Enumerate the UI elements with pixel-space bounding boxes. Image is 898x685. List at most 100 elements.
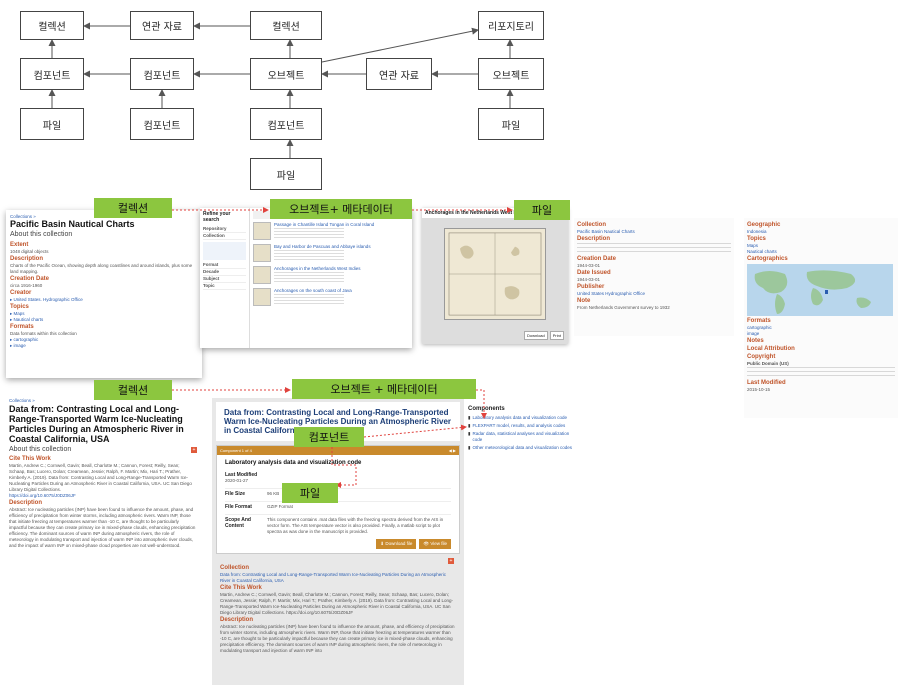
result-item[interactable]: Passage in Chantille Island Tongan in Co… [253,222,409,240]
modified-label: Last Modified [747,380,786,386]
result-item[interactable]: Anchorages in the Netherlands West Indie… [253,266,409,284]
collection-link[interactable]: Data from: Contrasting Local and Long-Ra… [220,572,447,583]
component-panel: Component 1 of 4 ◀ ▶ Laboratory analysis… [216,445,460,554]
highlight-collection-2: 컬렉션 [94,380,172,400]
world-map[interactable] [747,264,893,316]
doi-link[interactable]: https://doi.org/10.6075/J0DZ06JF [9,493,76,498]
download-file-button[interactable]: ⬇ Download file [376,539,417,549]
description-value: Charts of the Pacific Ocean, showing dep… [10,263,193,274]
facet[interactable]: Collection [203,233,246,240]
nautical-chart-image [444,228,546,320]
creation-value: circa 1916-1960 [10,283,43,288]
file-icon: ▮ [468,423,471,428]
view-file-button[interactable]: 👁 View file [419,539,451,549]
description-text: Abstract: Ice nucleating particles (INP)… [9,507,196,548]
breadcrumb[interactable]: Collections » [10,214,36,219]
screenshot-geographic-metadata: Geographic Indonesia Topics Maps Nautica… [744,218,898,418]
breadcrumb[interactable]: Collections » [9,398,35,403]
file-icon: ▮ [468,431,471,436]
extent-value: 1048 digital objects [10,249,49,254]
result-item[interactable]: Anchorages on the south coast of Java [253,288,409,306]
result-item[interactable]: Bay and Harbor de Pascuas and Abbaye isl… [253,244,409,262]
node-object-2: 오브젝트 [478,58,544,90]
collection-label: Collection [220,565,250,571]
node-component-4: 컴포넌트 [250,108,322,140]
description-label: Description [9,500,43,506]
expand-icon[interactable]: + [191,446,197,453]
highlight-collection-1: 컬렉션 [94,198,172,218]
publisher-link[interactable]: United States Hydrographic Office [577,291,645,296]
topic-text: Nautical charts [13,317,44,322]
facet[interactable]: Format [203,262,246,269]
creator-link[interactable]: ▸ United States. Hydrographic Office [10,297,83,302]
screenshot-components-list: Components ▮Laboratory analysis data and… [466,404,576,488]
topic-link[interactable]: Maps [747,243,759,248]
screenshot-map-viewer: Anchorages in the Netherlands West Indie… [422,208,568,344]
format-text: cartographic [13,337,39,342]
viewer-title: Anchorages in the Netherlands West Indie… [422,208,568,218]
component-link-text: Other meteorological data and visualizat… [472,445,573,450]
description-label: Description [220,617,254,623]
expand-icon[interactable]: + [448,558,454,564]
component-title: Laboratory analysis data and visualizati… [225,460,362,466]
facet[interactable]: Topic [203,283,246,290]
screenshot-collection-pacific: Collections » Pacific Basin Nautical Cha… [6,210,202,378]
formats-label: Formats [747,318,771,324]
result-title[interactable]: Anchorages in the Netherlands West Indie… [274,266,361,271]
result-title[interactable]: Anchorages on the south coast of Java [274,288,352,293]
format-link[interactable]: cartographic [747,325,772,330]
component-link-text: FLEXPART model, results, and analysis co… [472,423,566,428]
highlight-component: 컴포넌트 [294,427,364,447]
component-bar: Component 1 of 4 ◀ ▶ [217,446,459,455]
topic-text: Maps [13,311,25,316]
result-title[interactable]: Bay and Harbor de Pascuas and Abbaye isl… [274,244,371,249]
modified-label: Last Modified [225,472,258,478]
component-link-text: Laboratory analysis data and visualizati… [472,415,568,420]
result-title[interactable]: Passage in Chantille Island Tongan in Co… [274,222,375,227]
created-label: Creation Date [577,256,617,262]
component-link[interactable]: ▮Radar data, statistical analyses and vi… [468,431,574,443]
rights-value: Public Domain (US) [747,361,789,366]
node-file-1: 파일 [20,108,84,140]
description-label: Description [577,236,611,242]
node-repository: 리포지토리 [478,11,544,40]
file-icon: ▮ [468,445,471,450]
print-button[interactable]: Print [549,331,564,340]
file-icon: ▮ [468,415,471,420]
topics-label: Topics [747,236,766,242]
creator-label: Creator [10,290,32,296]
component-link[interactable]: ▮Other meteorological data and visualiza… [468,445,574,451]
page-title: Pacific Basin Nautical Charts [10,219,135,229]
section-title: About this collection [10,231,73,238]
download-button[interactable]: Download [523,331,548,340]
facet[interactable]: Subject [203,276,246,283]
scope-label: Scope And Content [225,517,251,529]
component-counter: Component 1 of 4 [220,448,252,453]
topic-link[interactable]: Nautical charts [747,249,777,254]
notes-label: Notes [747,338,764,344]
carto-label: Cartographics [747,256,788,262]
format-link[interactable]: ▸ image [10,343,26,348]
section-title: About this collection [9,446,72,453]
facet[interactable]: Decade [203,269,246,276]
collection-link[interactable]: Pacific Basin Nautical Charts [577,229,635,234]
component-nav-icon[interactable]: ◀ ▶ [448,448,456,453]
diagram-edges [48,22,514,158]
extent-label: Extent [10,242,29,248]
topic-link[interactable]: ▸ Maps [10,311,25,316]
map-marker-icon[interactable] [825,290,828,294]
publisher-label: Publisher [577,284,605,290]
facet[interactable]: Repository [203,226,246,233]
component-link[interactable]: ▮FLEXPART model, results, and analysis c… [468,423,574,429]
scope-value: This component contains .mat data files … [267,517,444,534]
geo-link[interactable]: Indonesia [747,229,767,234]
component-link[interactable]: ▮Laboratory analysis data and visualizat… [468,415,574,421]
format-link[interactable]: image [747,331,760,336]
collection-label: Collection [577,222,607,228]
filesize-value: 96 KB [267,491,280,496]
screenshot-collection-data: Collections » Data from: Contrasting Loc… [6,396,200,566]
format-link[interactable]: ▸ cartographic [10,337,39,342]
topics-label: Topics [10,304,29,310]
topic-link[interactable]: ▸ Nautical charts [10,317,44,322]
cite-label: Cite This Work [9,456,51,462]
